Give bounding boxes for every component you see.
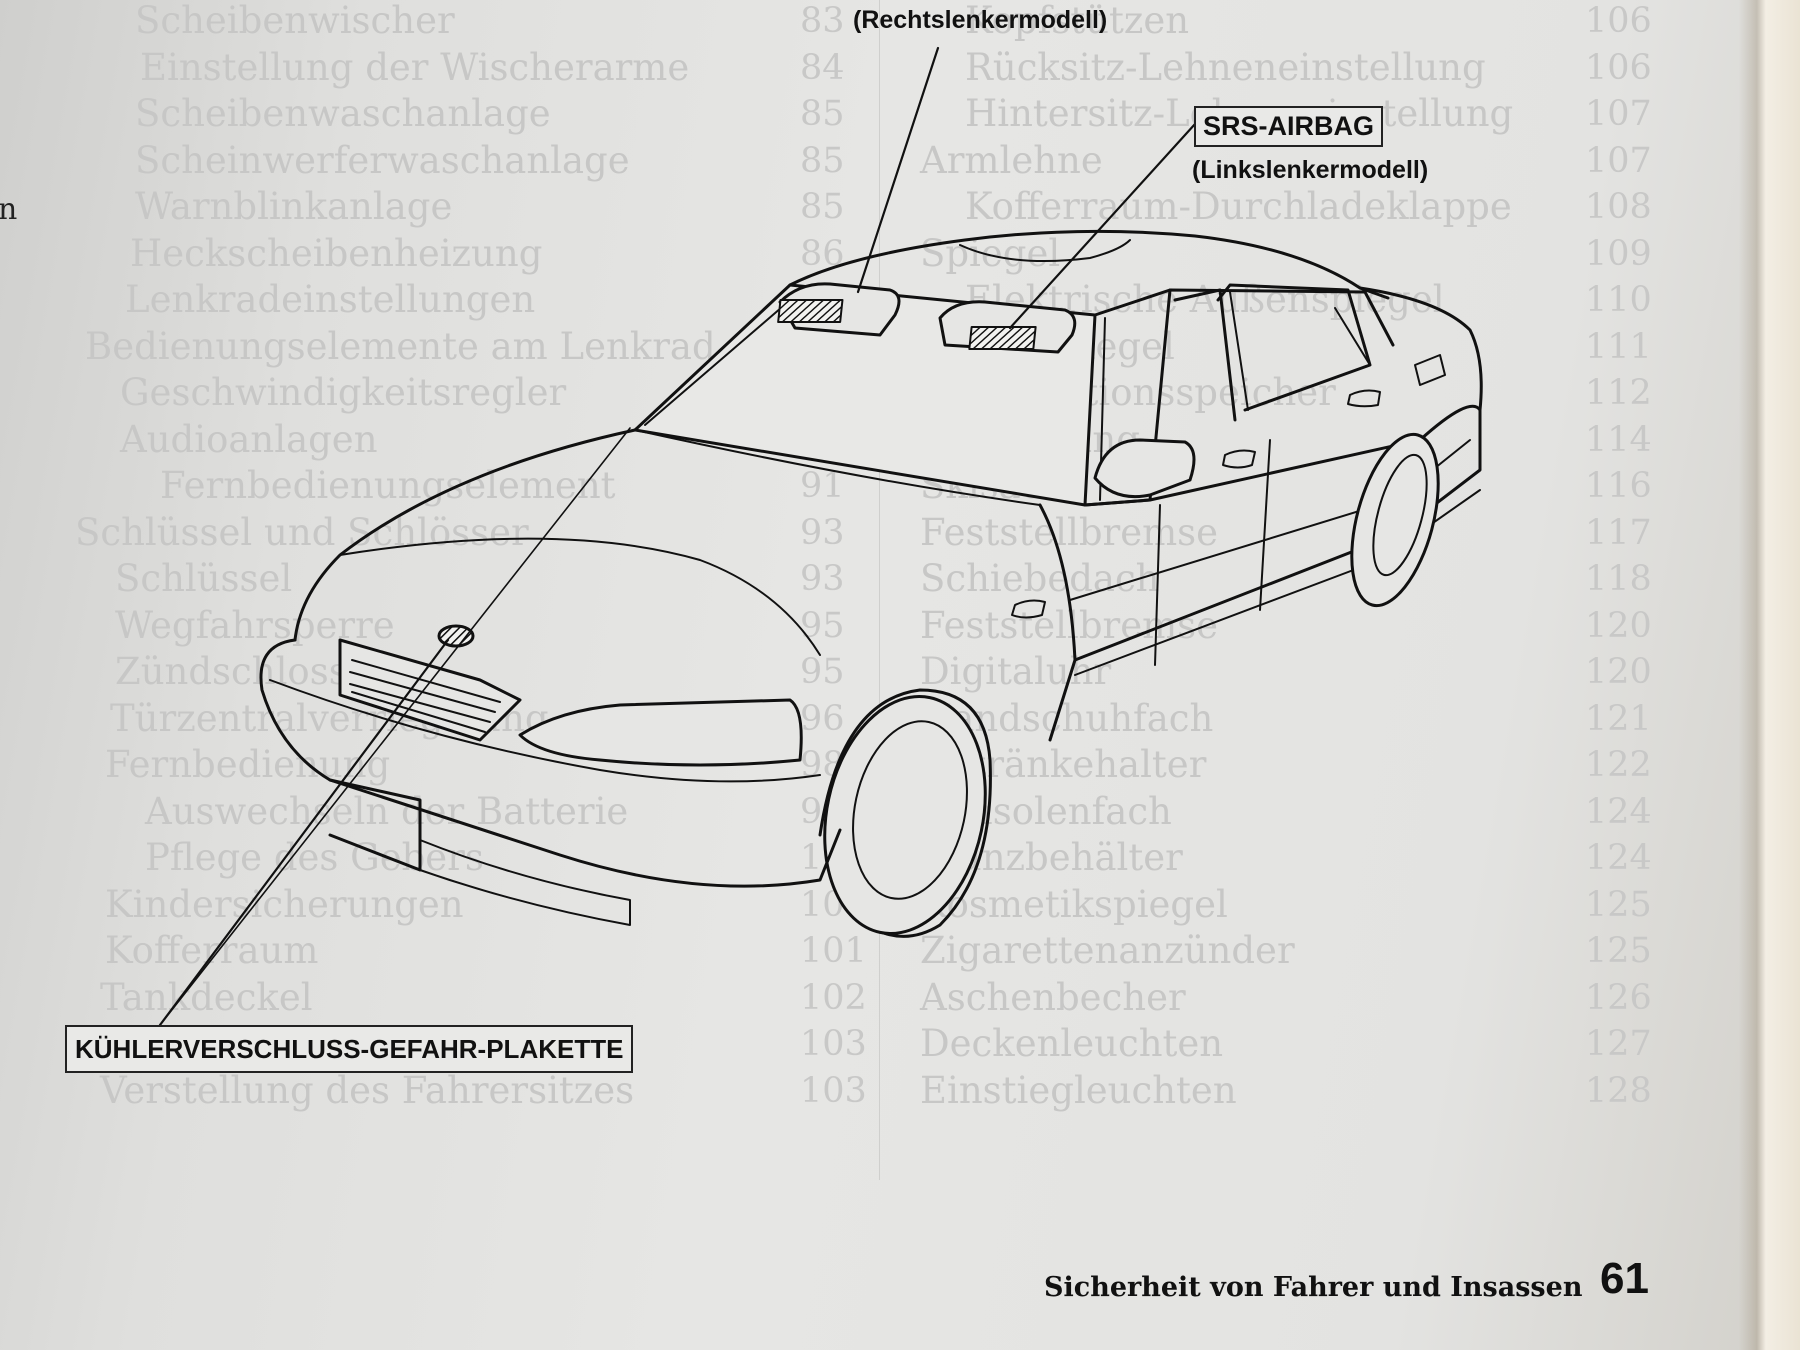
leader-lhd <box>1008 122 1197 330</box>
radiator-cap-sticker <box>437 624 475 648</box>
leader-radiator <box>158 638 450 1027</box>
leader-rhd <box>856 46 940 294</box>
radiator-cap-warning-label: KÜHLERVERSCHLUSS-GEFAHR-PLAKETTE <box>65 1025 634 1073</box>
front-door-window <box>1173 288 1237 422</box>
door-handle-rear <box>1347 389 1381 408</box>
headlight <box>518 698 803 767</box>
fender-line <box>1038 503 1077 742</box>
rhd-model-note: (Rechtslenkermodell) <box>853 6 1108 34</box>
rhd-airbag-sticker <box>777 299 844 323</box>
hood-left-edge <box>293 428 637 642</box>
lhd-model-note: (Linkslenkermodell) <box>1192 156 1429 184</box>
rear-door-window <box>1216 283 1372 412</box>
side-window-top <box>1093 288 1395 347</box>
grille <box>338 638 522 742</box>
lhd-airbag-sticker <box>968 326 1037 350</box>
section-footer: Sicherheit von Fahrer und Insassen <box>1044 1272 1583 1303</box>
page-number: 61 <box>1600 1254 1649 1303</box>
side-mirror <box>1093 438 1196 499</box>
door-handle-front <box>1011 599 1046 619</box>
hood-crease <box>339 537 821 656</box>
sunroof-outline <box>959 239 1131 262</box>
fuel-lid <box>1414 354 1446 386</box>
front-wheel <box>823 695 987 935</box>
srs-airbag-label: SRS-AIRBAG <box>1194 106 1384 147</box>
